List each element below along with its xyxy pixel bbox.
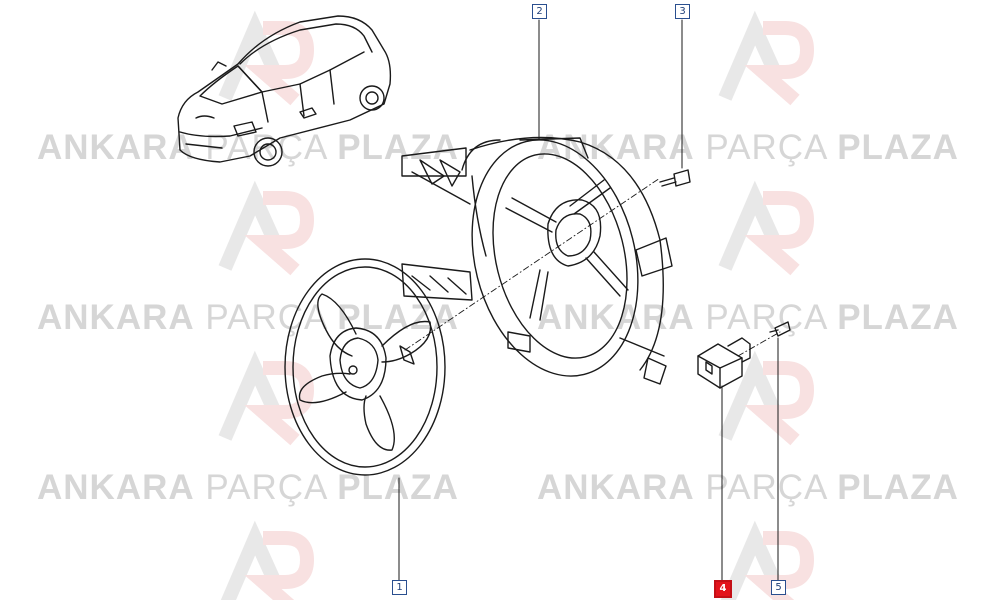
fan-blade [284,258,446,476]
watermark-logo [218,10,815,600]
screw-part-3 [659,169,691,187]
fan-resistor [697,337,751,389]
callout-1[interactable]: 1 [392,580,407,595]
callout-2[interactable]: 2 [532,4,547,19]
screw-part-5 [769,321,791,337]
callout-5[interactable]: 5 [771,580,786,595]
watermark-text: ANKARA PARÇA PLAZA [537,468,959,507]
watermark-text: ANKARA PARÇA PLAZA [37,298,459,337]
fan-shroud [401,136,673,385]
car-illustration [177,15,392,167]
watermark-text: ANKARA PARÇA PLAZA [37,468,459,507]
callout-4-selected[interactable]: 4 [714,580,732,598]
watermark-text: ANKARA PARÇA PLAZA [37,128,459,167]
callout-3[interactable]: 3 [675,4,690,19]
leader-lines [398,19,779,581]
assembly-axis [404,177,781,357]
